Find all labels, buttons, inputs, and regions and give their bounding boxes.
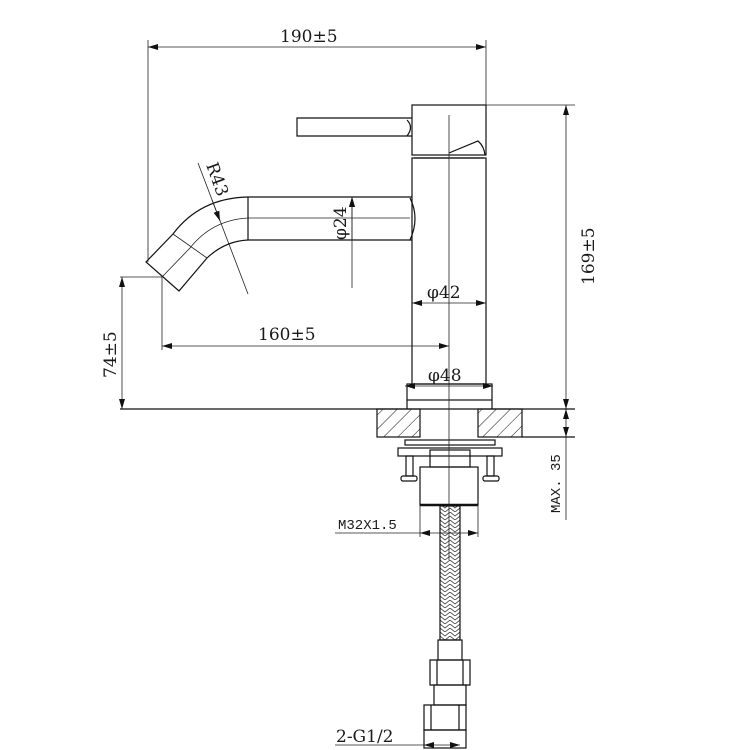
label-spout-reach: 160±5	[258, 325, 316, 345]
mounting-kit	[397, 439, 503, 507]
label-overall-height: 169±5	[579, 227, 599, 285]
countertop-section	[120, 408, 575, 438]
cartridge-cap	[448, 140, 486, 156]
label-spout-diameter: φ24	[331, 206, 351, 240]
label-max-thickness: MAX. 35	[549, 454, 565, 513]
label-shank-thread: M32X1.5	[338, 518, 397, 534]
hose-nut-lower	[423, 704, 467, 731]
lever	[296, 117, 412, 137]
spout-joint	[409, 197, 416, 241]
label-base-diameter: φ48	[428, 366, 462, 386]
label-hose-connection: 2-G1/2	[336, 727, 394, 747]
label-body-diameter: φ42	[427, 283, 461, 303]
faucet-outline	[145, 104, 493, 409]
dimension-lines	[119, 40, 575, 748]
spout	[145, 196, 412, 292]
flexible-hose	[423, 505, 471, 749]
label-spout-height: 74±5	[101, 331, 121, 378]
hose-nut-upper	[429, 659, 471, 686]
label-overall-width: 190±5	[280, 27, 338, 47]
lever-end	[406, 119, 412, 137]
label-spout-radius: R43	[201, 160, 232, 199]
